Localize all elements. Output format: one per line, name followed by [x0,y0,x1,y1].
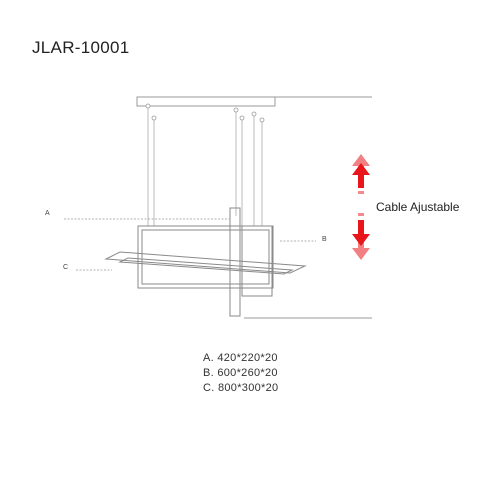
cable-adjustable-label: Cable Ajustable [376,200,460,214]
callout-c: C [63,264,69,271]
spec-a: A. 420*220*20 [203,352,278,364]
spec-c: C. 800*300*20 [203,382,279,394]
ceiling-canopy [136,96,372,107]
frame-c [104,251,307,275]
cable-anchors [145,103,265,123]
dimension-specs: A. 420*220*20 B. 600*260*20 C. 800*300*2… [203,351,278,396]
spec-b: B. 600*260*20 [203,367,278,379]
callout-a: A [45,210,50,217]
suspension-cables [147,106,263,226]
product-title: JLAR-10001 [32,38,130,57]
leader-lines [64,218,316,271]
frame-a [137,225,274,289]
double-arrow-icon [352,154,370,260]
callout-b: B [322,236,327,243]
